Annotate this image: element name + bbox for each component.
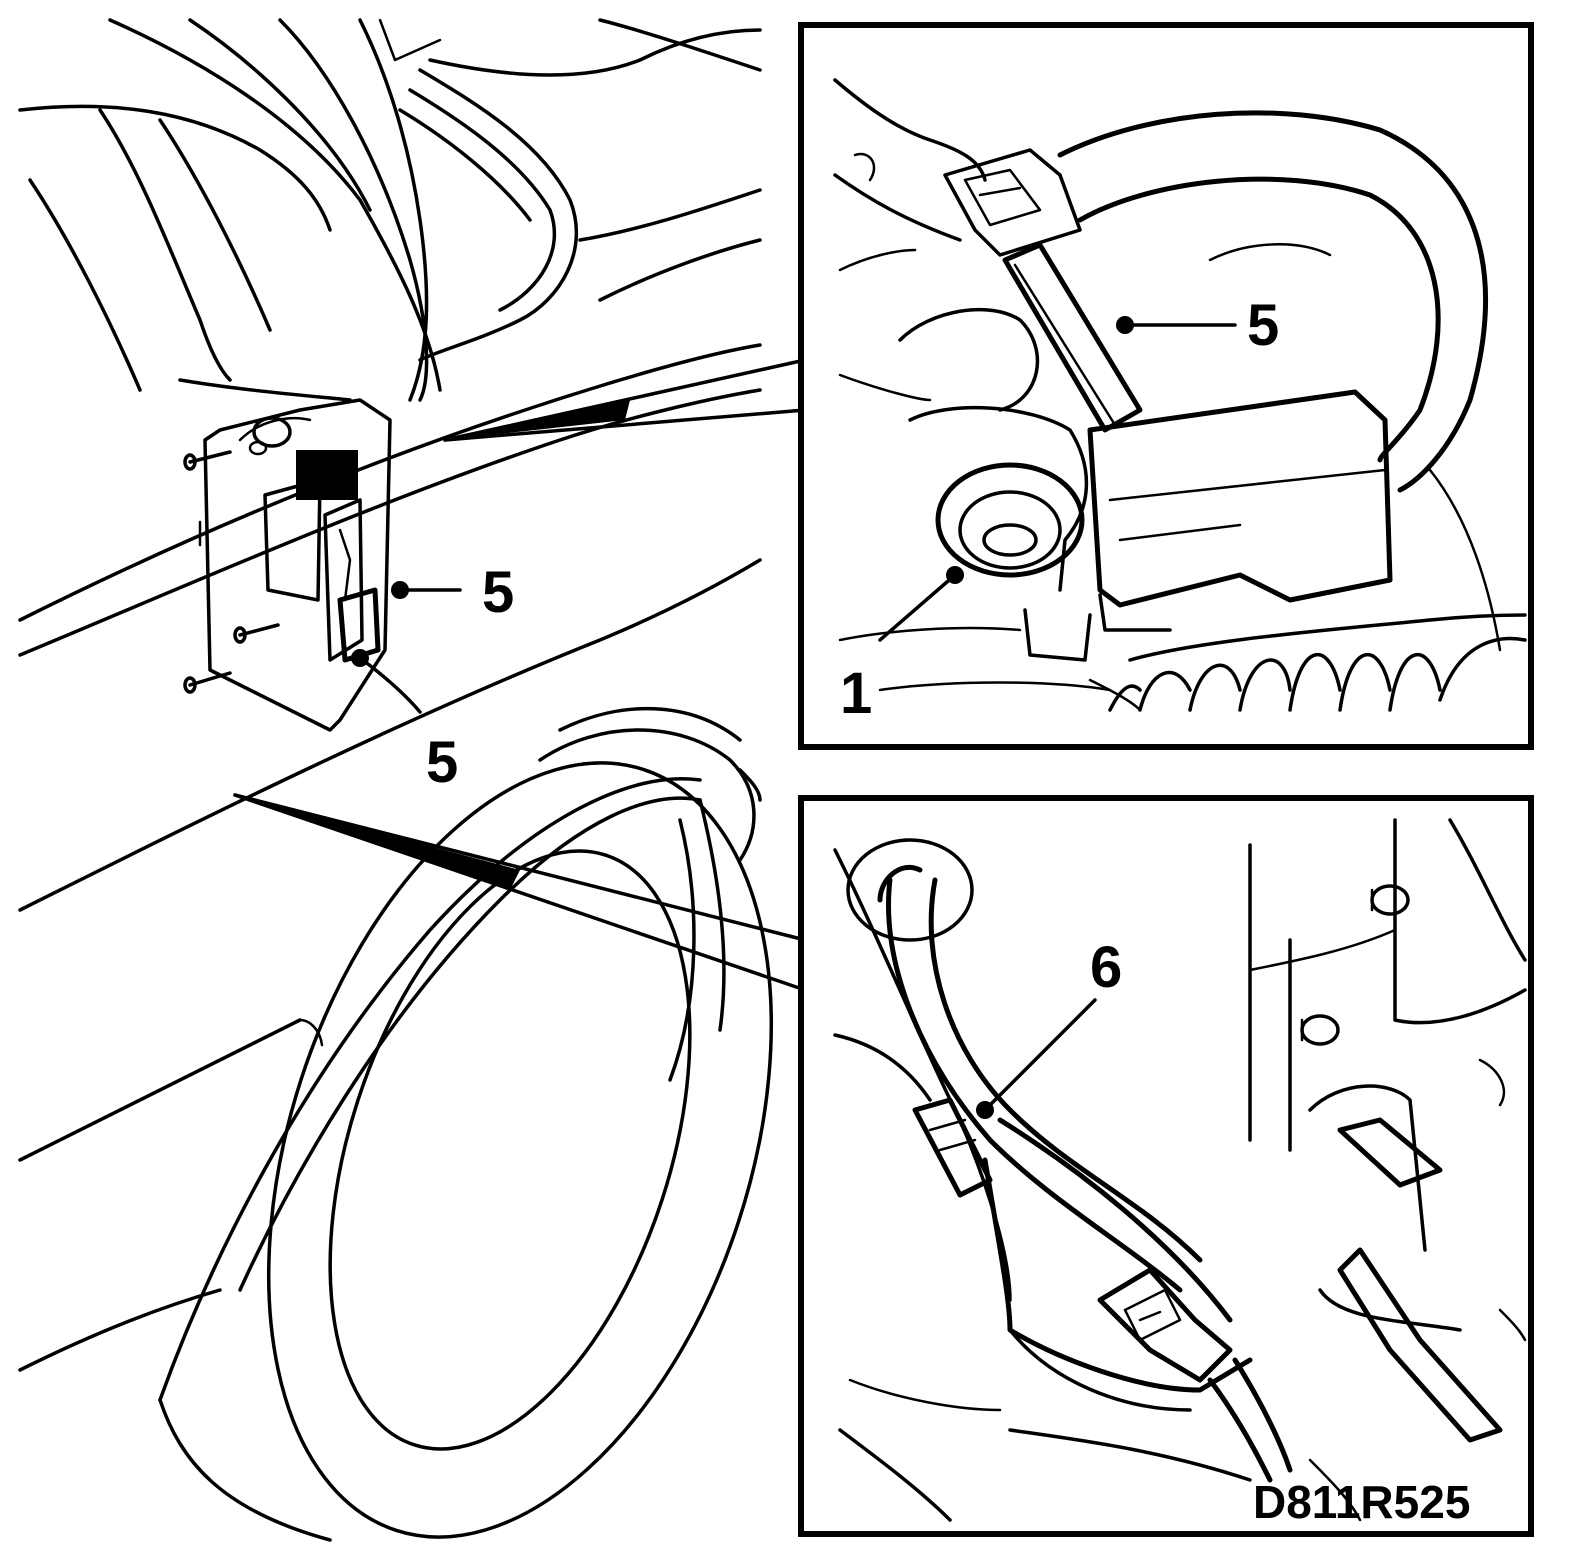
callout-6-inset-bottom: 6 bbox=[1090, 935, 1122, 1000]
zoom-wedge-bottom bbox=[233, 793, 807, 992]
inset-bottom-frame bbox=[798, 795, 1534, 1537]
callout-5-inset-top: 5 bbox=[1247, 293, 1279, 358]
inset-bottom bbox=[798, 795, 1534, 1537]
callout-5-main-upper: 5 bbox=[482, 560, 514, 625]
zoom-wedge-top bbox=[443, 358, 807, 442]
inset-top bbox=[798, 22, 1534, 750]
callout-5-main-lower: 5 bbox=[426, 730, 458, 795]
callout-1-inset-top: 1 bbox=[840, 661, 872, 726]
main-view-car-corner bbox=[18, 18, 774, 1542]
figure-code: D811R525 bbox=[1253, 1476, 1470, 1528]
